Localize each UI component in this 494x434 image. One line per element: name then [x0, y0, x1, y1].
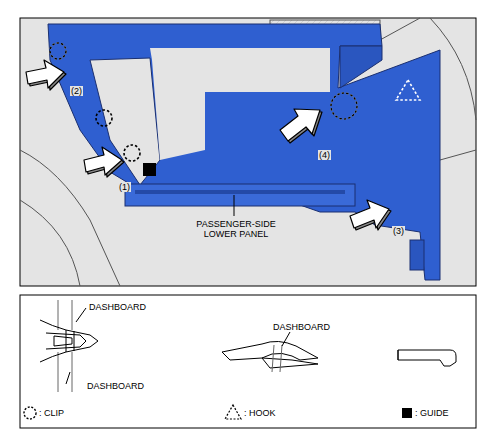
clip-symbol	[24, 407, 36, 419]
guide-marker	[143, 163, 156, 176]
guide-icon	[398, 350, 456, 366]
callout-number: (4)	[318, 150, 331, 160]
guide-symbol	[402, 408, 412, 418]
passenger-side-lower-panel	[48, 24, 440, 280]
removal-arrows	[26, 60, 391, 230]
background-interior	[20, 18, 476, 286]
callout-number: (2)	[70, 86, 83, 96]
legend-text: : CLIP	[39, 408, 64, 418]
legend-text: : HOOK	[244, 408, 276, 418]
clip-icon	[40, 300, 98, 392]
callout-number: (3)	[392, 226, 405, 236]
leader-line	[234, 195, 235, 216]
hook-symbol	[225, 405, 241, 419]
legend-label: DASHBOARD	[86, 381, 145, 391]
legend-label: DASHBOARD	[272, 322, 331, 332]
legend-text: : GUIDE	[415, 408, 449, 418]
legend-frame	[20, 295, 476, 428]
clip-markers	[50, 43, 420, 161]
hook-icon	[222, 332, 318, 372]
part-name: PASSENGER-SIDE LOWER PANEL	[190, 219, 282, 240]
photo-frame	[20, 18, 476, 286]
callout-number: (1)	[118, 182, 131, 192]
legend-label: DASHBOARD	[88, 302, 147, 312]
